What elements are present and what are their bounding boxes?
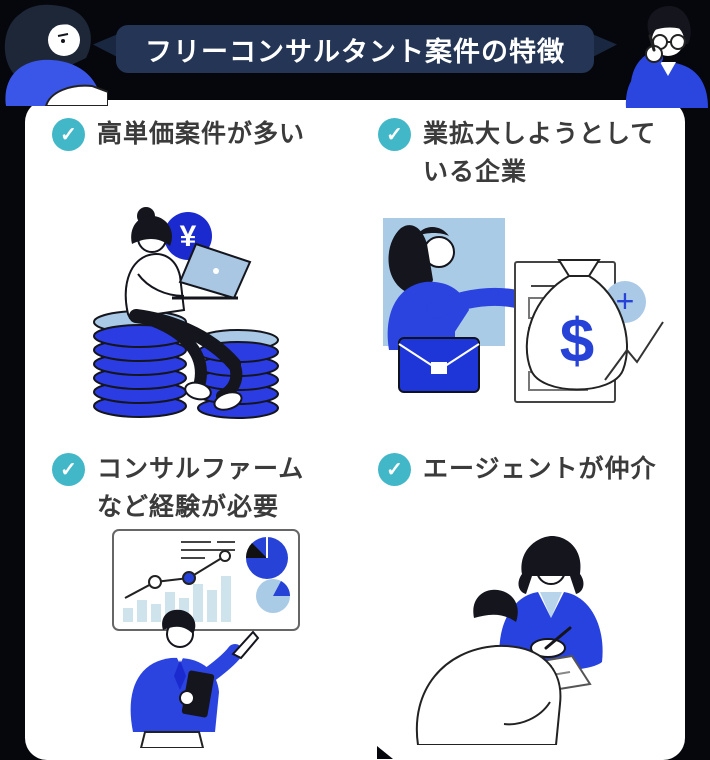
feature-title-line1: 業拡大しようとして [423,120,657,148]
line-chart [124,550,231,599]
pie-chart [245,537,290,613]
board-text-lines [181,541,235,559]
feature-title-line1: 高単価案件が多い [97,120,306,148]
feature-experience-required: ✓ コンサルファーム など経験が必要 [52,450,304,526]
feature-expanding-companies: ✓ 業拡大しようとして いる企業 [378,115,656,191]
feature-agent-mediates: ✓ エージェントが仲介 [378,450,657,488]
laptop-icon [172,242,252,300]
feature-title: エージェントが仲介 [423,450,657,488]
notebook-icon [181,670,215,718]
feature-title: 高単価案件が多い [97,115,305,153]
feature-title: コンサルファーム など経験が必要 [97,450,304,526]
presentation-board [112,529,300,631]
businesswoman [387,225,535,350]
check-icon: ✓ [52,453,85,486]
check-icon: ✓ [378,453,411,486]
sitting-person [124,207,252,411]
feature-title-line1: コンサルファーム [97,455,305,483]
presenter [130,609,260,748]
corner-man-illustration [625,6,708,108]
feature-title-line2: など経験が必要 [97,493,280,521]
yen-symbol: ¥ [180,220,197,253]
card-tail [377,746,393,759]
person-on-coin-stacks-illustration: ¥ [93,207,279,419]
check-icon: ✓ [52,118,85,151]
title-banner: フリーコンサルタント案件の特徴 [116,25,594,73]
money-bag-icon: $ [525,259,628,391]
briefcase-icon [398,322,480,393]
poster-title: フリーコンサルタント案件の特徴 [145,36,565,67]
content-card: ✓ 高単価案件が多い ✓ 業拡大しようとして いる企業 ✓ コンサルファーム な… [25,100,685,760]
dollar-symbol: $ [560,307,594,376]
plus-symbol: + [616,283,635,319]
feature-title-line1: エージェントが仲介 [423,455,657,483]
check-icon: ✓ [378,118,411,151]
corner-woman-illustration [4,4,108,106]
feature-title-line2: いる企業 [423,158,528,186]
pen-icon [544,626,572,650]
feature-high-price: ✓ 高単価案件が多い [52,115,305,153]
agent-client-meeting-illustration [415,536,603,745]
businesswoman-money-bag-illustration: + $ [383,218,664,403]
feature-title: 業拡大しようとして いる企業 [423,115,656,191]
presenter-with-charts-illustration [112,529,300,748]
client-man [415,589,562,745]
bar-chart [123,576,231,622]
growth-line [604,321,664,381]
